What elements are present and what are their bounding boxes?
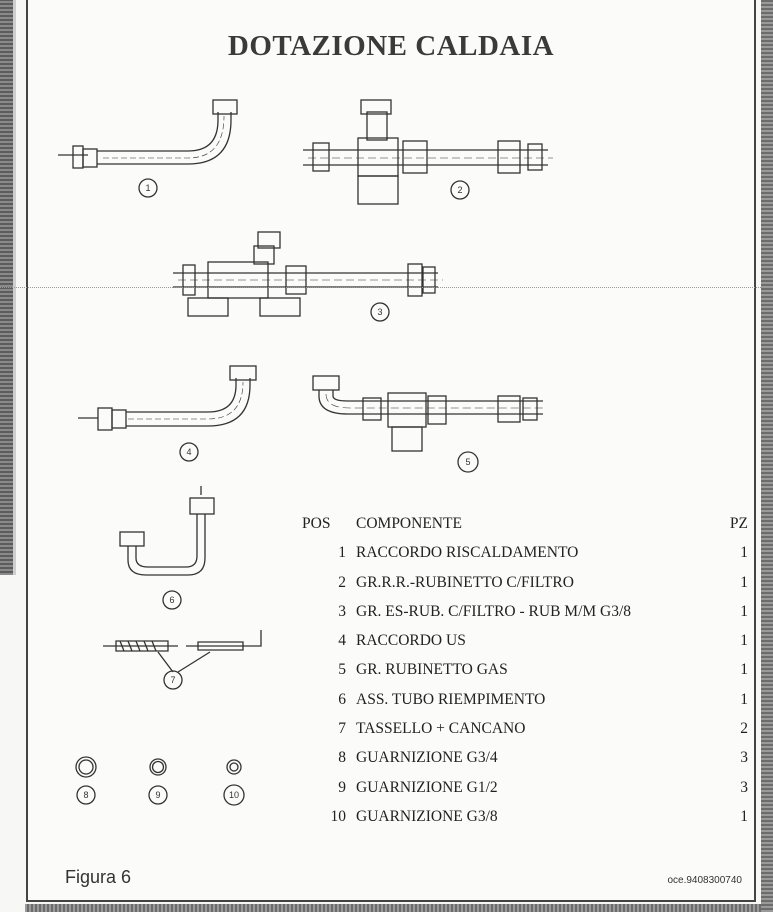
row-qty: 1	[740, 602, 748, 620]
callout-6: 6	[162, 590, 182, 610]
row-component: GUARNIZIONE G1/2	[356, 778, 498, 796]
callout-3: 3	[370, 302, 390, 322]
page-title: DOTAZIONE CALDAIA	[227, 30, 555, 62]
svg-text:1: 1	[145, 183, 150, 193]
callout-9: 9	[148, 785, 168, 805]
figure-caption: Figura 6	[65, 867, 132, 887]
binding-edge-bottom	[25, 904, 761, 912]
gasket-9-drawing	[149, 758, 167, 776]
svg-text:8: 8	[83, 790, 88, 800]
part-2-drawing	[303, 99, 553, 205]
components-table: POS COMPONENTE PZ 1 RACCORDO RISCALDAMEN…	[298, 515, 748, 837]
row-qty: 1	[740, 690, 748, 708]
gasket-8-drawing	[75, 756, 97, 778]
svg-text:10: 10	[229, 790, 239, 800]
row-component: GUARNIZIONE G3/8	[356, 807, 498, 825]
row-qty: 3	[740, 778, 748, 796]
page-panel: DOTAZIONE CALDAIA 1	[26, 0, 756, 902]
row-qty: 1	[740, 661, 748, 679]
row-pos: 3	[338, 602, 346, 620]
callout-1: 1	[138, 178, 158, 198]
row-pos: 1	[338, 544, 346, 562]
row-component: ASS. TUBO RIEMPIMENTO	[356, 690, 546, 708]
svg-text:3: 3	[377, 307, 382, 317]
row-pos: 7	[338, 720, 346, 738]
row-pos: 5	[338, 661, 346, 679]
header-component: COMPONENTE	[356, 515, 462, 532]
svg-text:2: 2	[457, 185, 462, 195]
callout-7: 7	[163, 670, 183, 690]
part-4-drawing	[78, 365, 257, 431]
header-qty: PZ	[729, 515, 748, 532]
part-3-drawing	[173, 231, 443, 317]
table-row: 1 RACCORDO RISCALDAMENTO 1	[298, 544, 748, 573]
header-pos: POS	[302, 515, 331, 532]
row-pos: 2	[338, 573, 346, 591]
svg-text:5: 5	[465, 457, 470, 467]
row-component: TASSELLO + CANCANO	[356, 720, 526, 738]
row-qty: 2	[740, 720, 748, 738]
table-row: 5 GR. RUBINETTO GAS 1	[298, 661, 748, 690]
row-qty: 1	[740, 573, 748, 591]
document-code: oce.9408300740	[667, 875, 742, 886]
part-1-drawing	[58, 99, 238, 169]
svg-text:4: 4	[186, 447, 191, 457]
part-7-drawing	[103, 630, 262, 673]
callout-4: 4	[179, 442, 199, 462]
table-row: 7 TASSELLO + CANCANO 2	[298, 720, 748, 749]
row-component: GR. ES-RUB. C/FILTRO - RUB M/M G3/8	[356, 602, 632, 620]
table-row: 10 GUARNIZIONE G3/8 1	[298, 807, 749, 837]
svg-text:9: 9	[155, 790, 160, 800]
part-5-drawing	[312, 375, 546, 452]
callout-5: 5	[457, 451, 479, 473]
svg-text:6: 6	[169, 595, 174, 605]
callout-2: 2	[450, 180, 470, 200]
part-6-drawing	[119, 486, 215, 576]
row-pos: 10	[330, 807, 347, 825]
binding-edge-right	[761, 0, 773, 912]
row-pos: 6	[338, 690, 346, 708]
table-row: 9 GUARNIZIONE G1/2 3	[298, 779, 748, 808]
row-pos: 9	[338, 778, 346, 796]
row-component: GUARNIZIONE G3/4	[356, 749, 498, 767]
row-pos: 8	[338, 749, 346, 767]
row-pos: 4	[338, 632, 346, 650]
callout-10: 10	[223, 784, 245, 806]
row-qty: 1	[740, 807, 748, 825]
table-row: 2 GR.R.R.-RUBINETTO C/FILTRO 1	[298, 574, 748, 603]
row-qty: 1	[740, 632, 748, 650]
table-row: 4 RACCORDO US 1	[298, 632, 748, 661]
table-row: 6 ASS. TUBO RIEMPIMENTO 1	[298, 691, 748, 720]
table-header: POS COMPONENTE PZ	[298, 515, 748, 544]
row-component: RACCORDO US	[356, 632, 466, 650]
scan-fold-line	[0, 287, 773, 288]
row-component: GR. RUBINETTO GAS	[356, 661, 508, 679]
callout-8: 8	[76, 785, 96, 805]
table-row: 8 GUARNIZIONE G3/4 3	[298, 749, 748, 778]
row-qty: 1	[740, 544, 748, 562]
parts-drawings: 1 2	[58, 99, 553, 806]
svg-text:7: 7	[170, 675, 175, 685]
row-qty: 3	[740, 749, 748, 767]
row-component: GR.R.R.-RUBINETTO C/FILTRO	[356, 573, 574, 591]
row-component: RACCORDO RISCALDAMENTO	[356, 544, 579, 562]
table-row: 3 GR. ES-RUB. C/FILTRO - RUB M/M G3/8 1	[298, 603, 748, 632]
gasket-10-drawing	[226, 759, 242, 775]
